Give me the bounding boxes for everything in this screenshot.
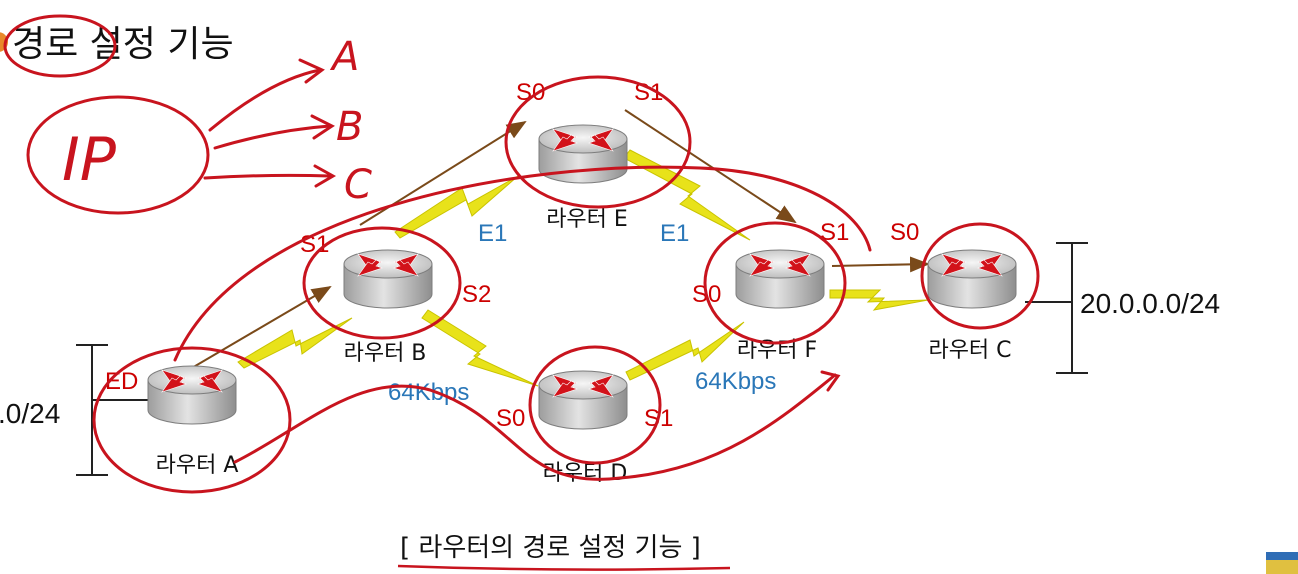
router-b-label: 라우터 B [344, 341, 427, 366]
route-path-lower-arrow-icon [820, 370, 841, 392]
flow-arrow-f-c [831, 256, 930, 273]
router-d-label: 라우터 D [543, 461, 628, 486]
route-arrow-b-icon [310, 114, 335, 140]
handwritten-dest-b: B [336, 104, 363, 150]
heading-circle-annotation [3, 14, 117, 78]
network-left-bracket [76, 344, 150, 476]
route-arrow-a-icon [298, 58, 325, 84]
interface-e-e1-right: E1 [660, 220, 689, 247]
router-c-label: 라우터 C [928, 338, 1011, 363]
heading-title: 경로 설정 기능 [12, 24, 234, 65]
router-a-label: 라우터 A [156, 453, 239, 478]
router-a-circle-annotation [92, 346, 292, 494]
figure-caption: [ 라우터의 경로 설정 기능 ] [400, 533, 701, 563]
network-left-label: .0/24 [0, 398, 60, 429]
handwritten-dest-a: A [329, 34, 359, 80]
route-arrow-c-icon [313, 164, 337, 188]
interface-e-e1-left: E1 [478, 220, 507, 247]
interface-d-s0: S0 [496, 405, 525, 432]
router-e-circle-annotation [504, 75, 692, 209]
network-right-label: 20.0.0.0/24 [1080, 288, 1220, 319]
router-c-circle-annotation [920, 222, 1040, 330]
serial-link-e-f [623, 149, 751, 241]
router-b-circle-annotation [302, 226, 462, 340]
ip-circle-annotation [26, 95, 210, 215]
interface-b-s2: S2 [462, 281, 491, 308]
link-speed-d-f: 64Kbps [695, 368, 776, 395]
route-path-upper-annotation [173, 165, 872, 362]
route-path-lower-annotation [233, 373, 837, 481]
router-f-icon[interactable] [735, 249, 825, 309]
broadcaster-logo-band-icon [1266, 560, 1298, 574]
router-d-circle-annotation [528, 345, 662, 465]
handwritten-ip-label: IP [62, 125, 117, 195]
route-line-to-b [213, 124, 332, 150]
router-a-icon[interactable] [147, 365, 237, 425]
router-c-icon[interactable] [927, 249, 1017, 309]
handwritten-dest-c: C [344, 162, 372, 208]
router-d-icon[interactable] [538, 370, 628, 430]
route-line-to-c [203, 173, 332, 180]
router-b-icon[interactable] [343, 249, 433, 309]
router-f-circle-annotation [703, 221, 847, 345]
interface-c-s0: S0 [890, 219, 919, 246]
flow-arrow-e-f [624, 109, 797, 224]
serial-link-f-c [829, 289, 929, 311]
handwritten-annotations [3, 14, 1040, 494]
network-right-bracket [1025, 242, 1088, 374]
flow-arrow-a-b [184, 285, 332, 373]
route-line-to-a [208, 68, 322, 132]
router-e-label: 라우터 E [546, 207, 628, 232]
serial-link-d-f [625, 321, 745, 381]
caption-underline [397, 564, 731, 571]
